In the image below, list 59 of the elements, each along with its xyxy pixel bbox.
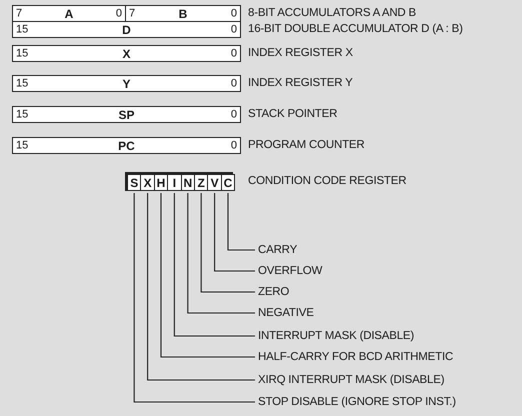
flag-bit-box: V	[207, 174, 222, 191]
leader-line	[174, 193, 255, 337]
flag-description: CARRY	[258, 243, 298, 257]
register-name: X	[122, 48, 130, 60]
bit-number: 15	[16, 78, 28, 89]
register-description: 8-BIT ACCUMULATORS A AND B	[248, 6, 416, 20]
flag-description: XIRQ INTERRUPT MASK (DISABLE)	[258, 373, 444, 387]
flag-description: OVERFLOW	[258, 264, 322, 278]
bit-number: 0	[230, 109, 237, 120]
flag-bit-box: N	[180, 174, 195, 191]
register-description: INDEX REGISTER Y	[248, 76, 353, 90]
bit-number: 15	[16, 24, 28, 35]
flag-description: INTERRUPT MASK (DISABLE)	[258, 329, 414, 343]
leader-line	[134, 193, 255, 403]
bit-number: 15	[16, 48, 28, 59]
bit-number: 0	[116, 8, 122, 19]
flag-bit-box: C	[220, 174, 236, 191]
condition-code-register-box	[125, 172, 233, 191]
register-description: 16-BIT DOUBLE ACCUMULATOR D (A : B)	[248, 22, 463, 36]
register-box	[12, 45, 241, 62]
flag-description: ZERO	[258, 285, 290, 299]
flag-bit-box: Z	[194, 174, 208, 191]
flag-bit-box: I	[167, 174, 182, 191]
register-name: PC	[118, 140, 135, 152]
register-description: PROGRAM COUNTER	[248, 138, 364, 152]
register-box	[12, 75, 241, 92]
register-name: SP	[118, 108, 134, 120]
flag-bit-box: S	[127, 174, 142, 191]
bit-number: 7	[129, 8, 136, 19]
bit-number: 0	[230, 8, 237, 19]
register-description: CONDITION CODE REGISTER	[248, 174, 406, 188]
register-name: D	[122, 24, 131, 36]
leader-line	[214, 193, 255, 272]
bit-number: 0	[230, 24, 237, 35]
register-box	[12, 106, 241, 123]
register-name: Y	[122, 78, 130, 90]
leader-line	[187, 193, 255, 314]
register-box	[125, 5, 241, 22]
flag-description: NEGATIVE	[258, 306, 314, 320]
bit-number: 0	[230, 48, 237, 59]
flag-description: HALF-CARRY FOR BCD ARITHMETIC	[258, 350, 454, 364]
flag-description: STOP DISABLE (IGNORE STOP INST.)	[258, 395, 456, 409]
register-box	[12, 21, 241, 38]
register-description: INDEX REGISTER X	[248, 46, 353, 60]
leader-line	[200, 193, 255, 293]
bit-number: 0	[230, 78, 237, 89]
register-box	[12, 137, 241, 154]
register-name: A	[64, 8, 74, 20]
bit-number: 15	[16, 109, 28, 120]
register-name: B	[178, 8, 188, 20]
bit-number: 7	[16, 8, 22, 19]
register-box	[12, 5, 126, 22]
flag-bit-box: X	[140, 174, 155, 191]
leader-line	[160, 193, 255, 358]
leader-line	[227, 193, 255, 251]
register-description: STACK POINTER	[248, 107, 338, 121]
bit-number: 0	[230, 140, 237, 151]
bit-number: 15	[16, 140, 28, 151]
leader-line	[147, 193, 255, 381]
